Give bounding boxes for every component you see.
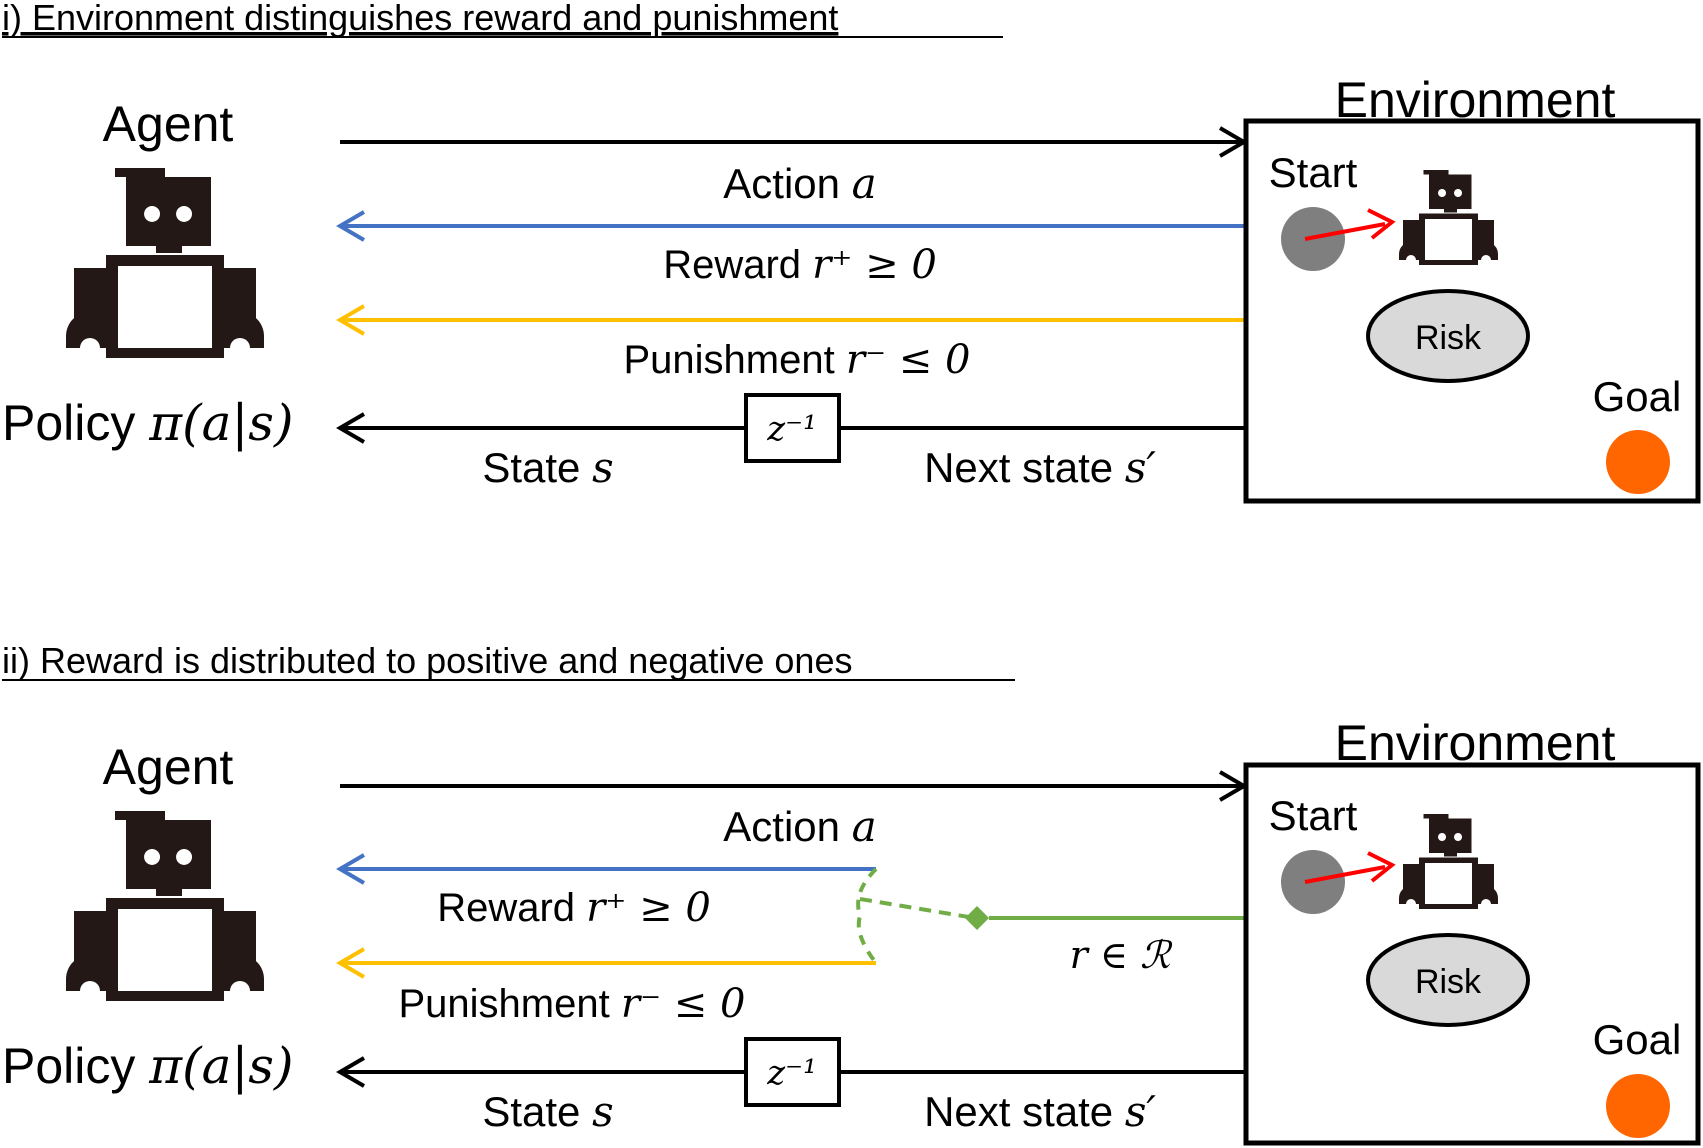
risk-region bbox=[1366, 289, 1530, 383]
panel-1: i) Environment distinguishes reward and … bbox=[2, 0, 1701, 504]
goal-dot bbox=[1606, 1074, 1670, 1138]
panel-title: ii) Reward is distributed to positive an… bbox=[2, 640, 852, 681]
action-label: Action a bbox=[723, 159, 876, 208]
goal-label: Goal bbox=[1593, 373, 1682, 420]
robot-icon bbox=[66, 168, 264, 358]
reward-label: Reward r⁺ ≥ 0 bbox=[663, 242, 937, 288]
robot-icon bbox=[66, 811, 264, 1001]
policy-label: Policy π(a|s) bbox=[2, 394, 293, 452]
panel-2: ii) Reward is distributed to positive an… bbox=[2, 640, 1701, 1146]
split-curve bbox=[856, 867, 878, 965]
split-node bbox=[965, 906, 989, 930]
delay-label: z⁻¹ bbox=[766, 409, 817, 449]
action-label: Action a bbox=[723, 802, 876, 851]
policy-label: Policy π(a|s) bbox=[2, 1037, 293, 1095]
environment-label: Environment bbox=[1335, 715, 1616, 771]
next-state-label: Next state s′ bbox=[924, 443, 1156, 492]
reward-arrowhead bbox=[336, 853, 366, 885]
split-dashed-line bbox=[859, 897, 976, 920]
punishment-label: Punishment r⁻ ≤ 0 bbox=[624, 337, 971, 383]
move-arrow bbox=[1304, 222, 1386, 241]
agent-label: Agent bbox=[103, 96, 234, 152]
state-arrowhead bbox=[336, 412, 366, 444]
goal-label: Goal bbox=[1593, 1016, 1682, 1063]
risk-label: Risk bbox=[1415, 319, 1482, 357]
start-label: Start bbox=[1269, 149, 1358, 196]
state-label: State s bbox=[482, 443, 613, 492]
punishment-label: Punishment r⁻ ≤ 0 bbox=[399, 981, 746, 1027]
delay-box bbox=[744, 1037, 841, 1107]
move-arrowhead bbox=[1367, 851, 1396, 883]
next-state-label: Next state s′ bbox=[924, 1087, 1156, 1136]
start-label: Start bbox=[1269, 792, 1358, 839]
state-arrowhead bbox=[336, 1056, 366, 1088]
scalar-reward-label: r ∈ ℛ bbox=[1070, 933, 1173, 977]
delay-box bbox=[744, 393, 841, 463]
move-arrowhead bbox=[1367, 208, 1396, 240]
punishment-arrowhead bbox=[336, 304, 366, 336]
move-arrow bbox=[1304, 865, 1386, 884]
panel-title: i) Environment distinguishes reward and … bbox=[2, 0, 838, 38]
state-label: State s bbox=[482, 1087, 613, 1136]
goal-dot bbox=[1606, 430, 1670, 494]
delay-label: z⁻¹ bbox=[766, 1053, 817, 1093]
agent-label: Agent bbox=[103, 739, 234, 795]
reward-label: Reward r⁺ ≥ 0 bbox=[437, 885, 711, 931]
punishment-arrowhead bbox=[336, 947, 366, 979]
reward-arrowhead bbox=[336, 210, 366, 242]
risk-region bbox=[1366, 933, 1530, 1027]
risk-label: Risk bbox=[1415, 963, 1482, 1001]
